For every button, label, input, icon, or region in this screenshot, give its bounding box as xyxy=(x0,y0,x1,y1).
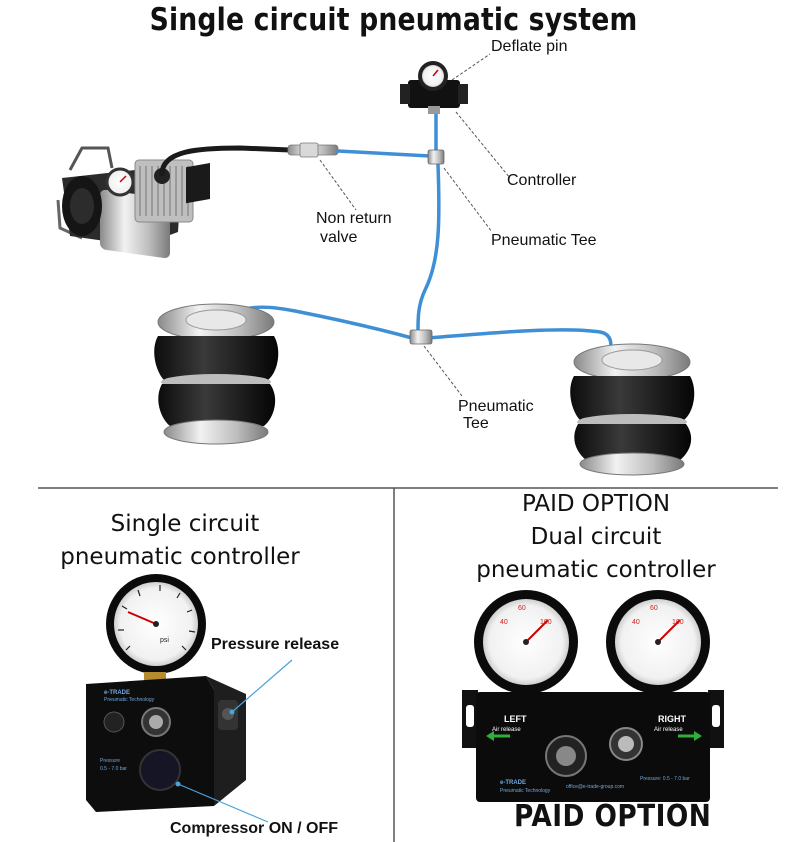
pneumatic-tee-bottom-icon xyxy=(409,329,433,345)
svg-text:100: 100 xyxy=(540,619,552,626)
pneumatic-tee-bottom-label-1: Pneumatic xyxy=(458,398,534,415)
svg-text:40: 40 xyxy=(500,619,508,626)
dual-brand-sub-text: Pneumatic Technology xyxy=(500,788,551,794)
single-brand-sub-text: Pneumatic Technology xyxy=(104,697,155,703)
dual-right-label: RIGHT xyxy=(658,714,687,724)
dual-email-text: office@e-trade-group.com xyxy=(566,784,624,790)
compressor-switch-label: Compressor ON / OFF xyxy=(170,820,339,837)
pressure-release-label: Pressure release xyxy=(211,636,340,653)
single-pressure-range-text: 0.5 - 7.0 bar xyxy=(100,766,127,772)
page-title: Single circuit pneumatic system xyxy=(149,2,638,38)
dual-brand-text: e-TRADE xyxy=(500,780,526,786)
right-panel-title-1: PAID OPTION xyxy=(521,491,671,517)
left-panel-title-1: Single circuit xyxy=(110,511,260,537)
pneumatic-tee-bottom-label-2: Tee xyxy=(463,415,489,432)
pneumatic-tee-top-icon xyxy=(427,149,445,165)
single-pressure-text: Pressure xyxy=(100,758,120,764)
svg-text:60: 60 xyxy=(650,605,658,612)
air-spring-left-icon xyxy=(154,303,279,445)
right-panel-title-2: Dual circuit xyxy=(530,524,662,550)
compressor-icon xyxy=(56,146,210,259)
dual-right-air-release: Air release xyxy=(654,727,683,733)
controller-icon xyxy=(400,61,468,114)
left-panel-title-2: pneumatic controller xyxy=(60,544,300,570)
dual-pressure-text: Pressure: 0.5 - 7.0 bar xyxy=(640,776,690,782)
non-return-valve-icon xyxy=(287,142,339,158)
single-controller-icon: psi e-TRADE Pneumatic Technology Pressur… xyxy=(86,574,246,812)
paid-option-bottom-label: PAID OPTION xyxy=(514,799,712,834)
dual-left-air-release: Air release xyxy=(492,727,521,733)
svg-text:60: 60 xyxy=(518,605,526,612)
pneumatic-tee-top-label: Pneumatic Tee xyxy=(491,232,597,249)
gauge-unit-text: psi xyxy=(160,637,169,644)
svg-text:100: 100 xyxy=(672,619,684,626)
single-brand-text: e-TRADE xyxy=(104,690,130,696)
dual-controller-icon: 40 60 100 40 60 100 LEFT Air release RIGHT A… xyxy=(462,590,724,802)
air-spring-right-icon xyxy=(570,343,695,476)
controller-label: Controller xyxy=(507,172,577,189)
svg-text:40: 40 xyxy=(632,619,640,626)
non-return-valve-label-2: valve xyxy=(320,229,358,246)
right-panel-title-3: pneumatic controller xyxy=(476,557,716,583)
dual-left-label: LEFT xyxy=(504,714,527,724)
non-return-valve-label-1: Non return xyxy=(316,210,392,227)
deflate-pin-label: Deflate pin xyxy=(491,38,568,55)
